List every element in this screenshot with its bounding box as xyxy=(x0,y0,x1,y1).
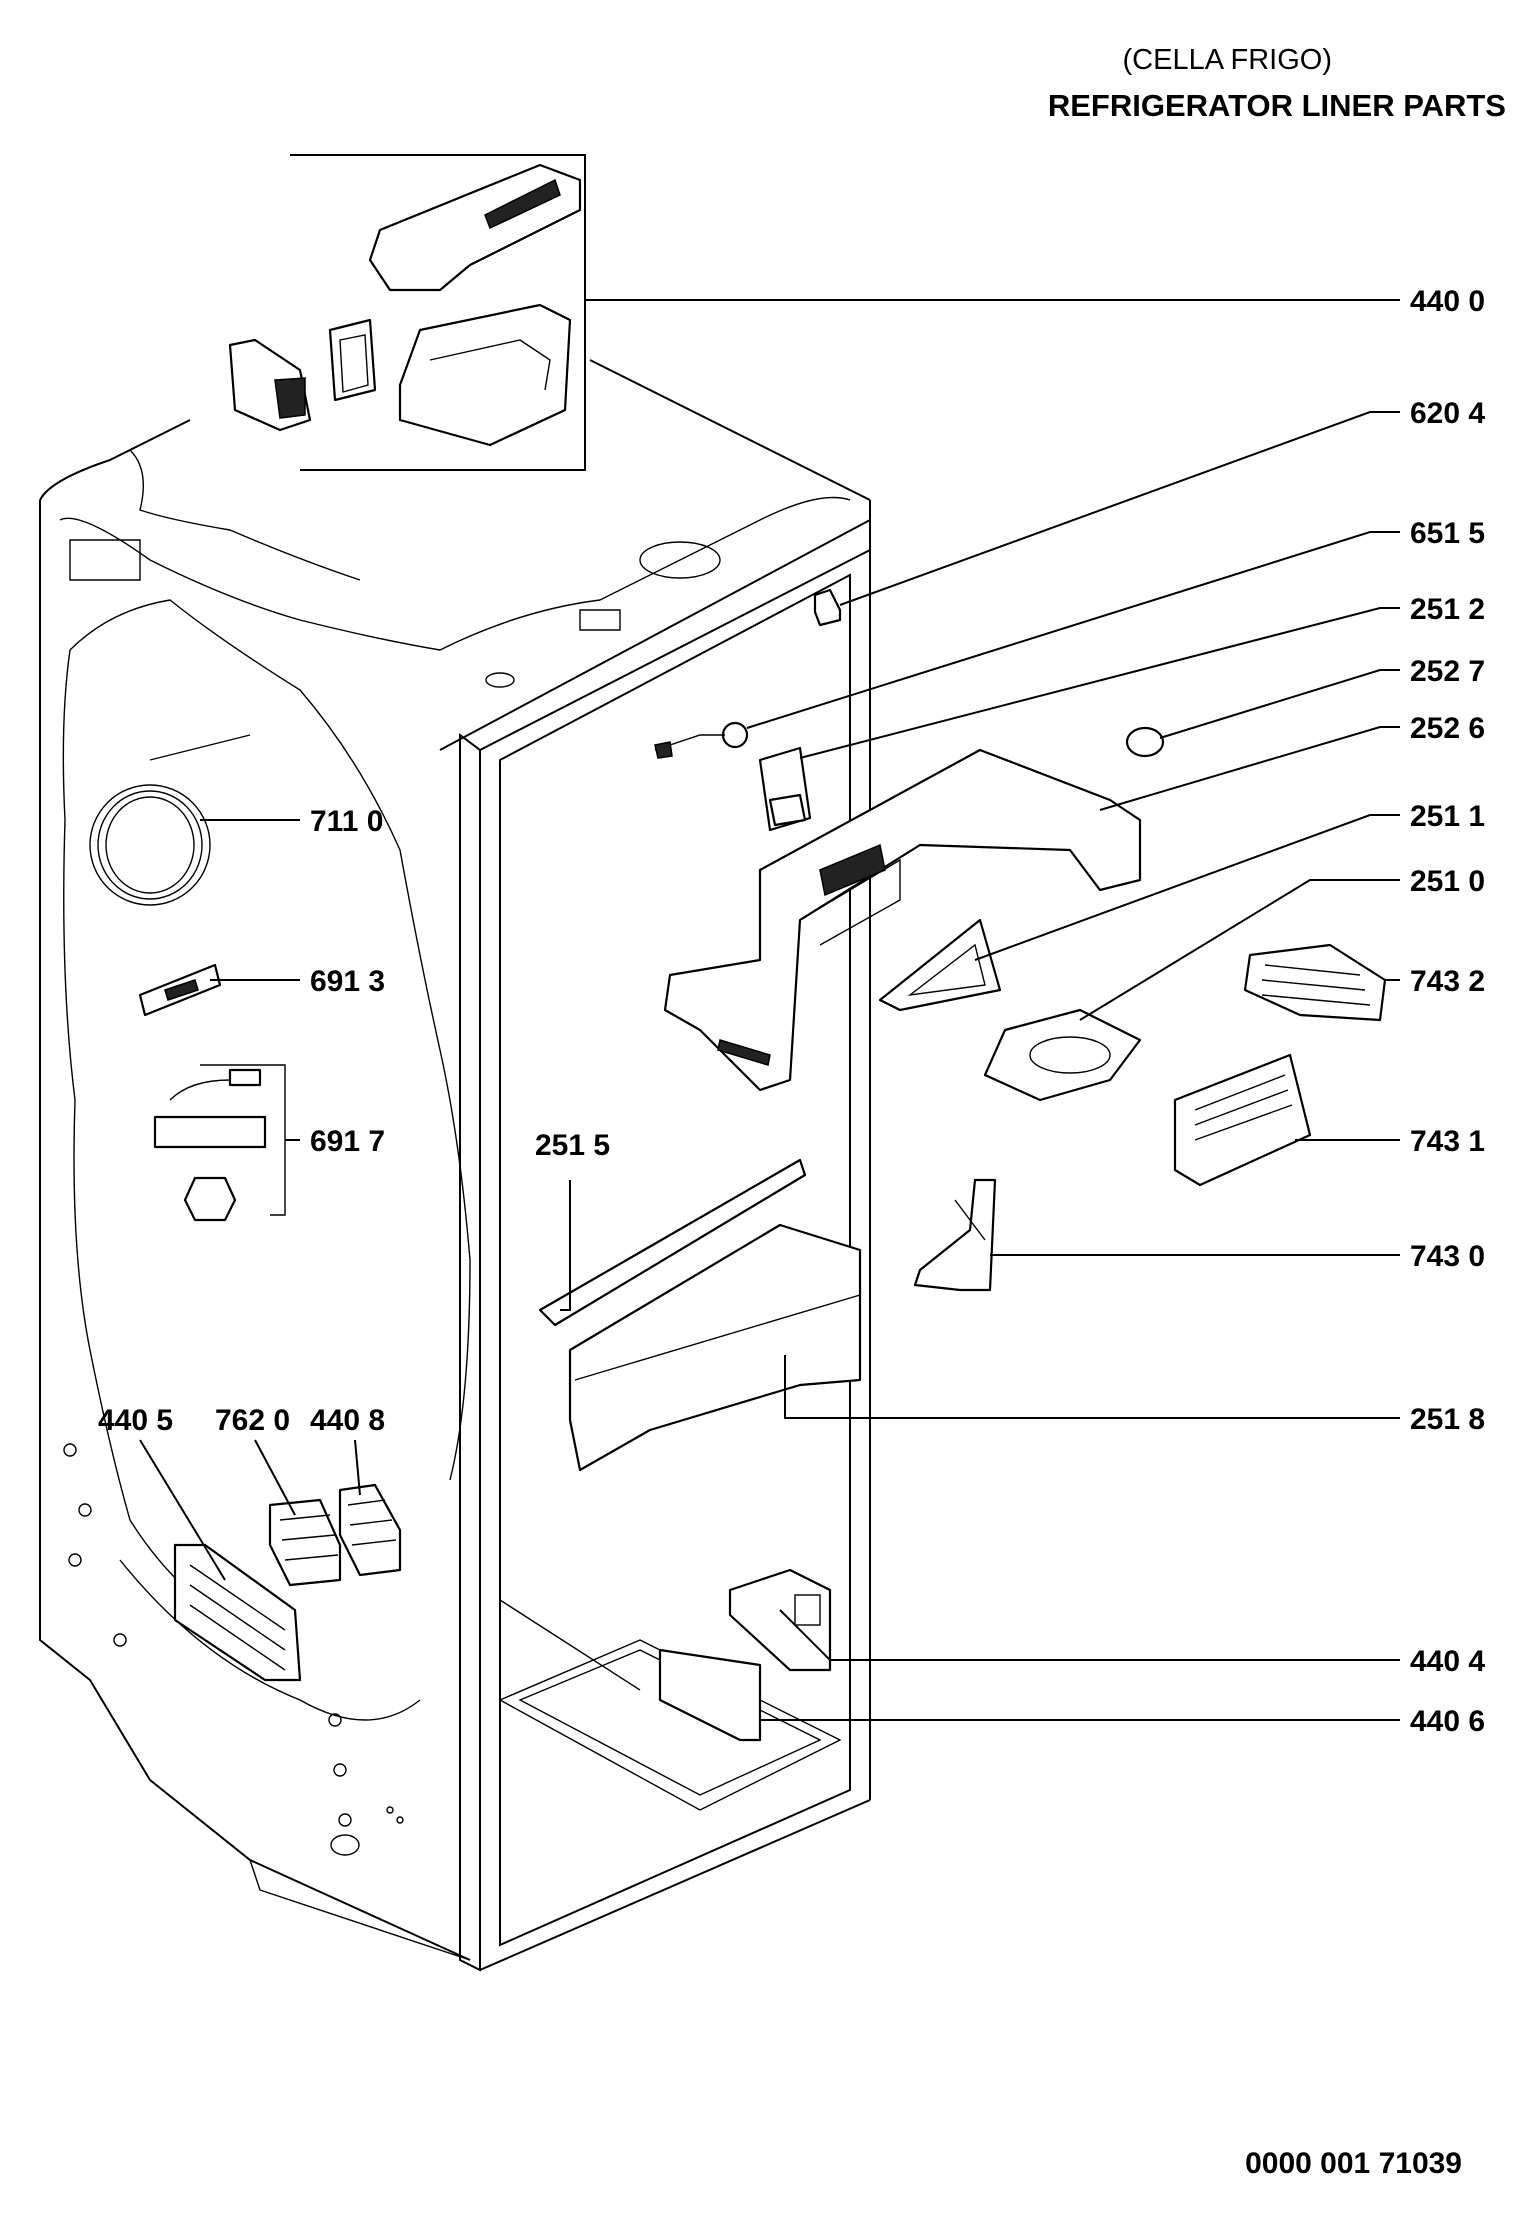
callout-440-5: 440 5 xyxy=(98,1404,173,1437)
callout-440-6: 440 6 xyxy=(1410,1705,1485,1738)
part-620-4 xyxy=(813,588,842,627)
part-251-0 xyxy=(983,1008,1142,1102)
top-duct-assembly xyxy=(228,154,586,471)
callout-651-5: 651 5 xyxy=(1410,517,1485,550)
callout-labels: 440 0 620 4 651 5 251 2 252 7 252 6 251 … xyxy=(98,285,1485,1738)
part-440-4 xyxy=(728,1568,832,1672)
callout-440-8: 440 8 xyxy=(310,1404,385,1437)
callout-762-0: 762 0 xyxy=(215,1404,290,1437)
part-252-7 xyxy=(1125,726,1165,758)
part-691-7 xyxy=(153,1064,286,1222)
part-251-1 xyxy=(878,918,1002,1012)
part-440-5 xyxy=(173,1543,302,1682)
callout-440-0: 440 0 xyxy=(1410,285,1485,318)
callout-711-0: 711 0 xyxy=(310,805,383,838)
leader-lines xyxy=(139,299,1400,1721)
callout-251-1: 251 1 xyxy=(1410,800,1485,833)
part-651-5 xyxy=(654,721,749,759)
callout-620-4: 620 4 xyxy=(1410,397,1485,430)
part-743-0 xyxy=(913,1178,997,1292)
callout-252-6: 252 6 xyxy=(1410,712,1485,745)
callout-743-0: 743 0 xyxy=(1410,1240,1485,1273)
part-252-6 xyxy=(663,748,1142,1092)
diagram-title: REFRIGERATOR LINER PARTS xyxy=(1047,88,1506,123)
part-251-5-251-8 xyxy=(538,1158,862,1472)
callout-691-3: 691 3 xyxy=(310,965,385,998)
drawing-code: 0000 001 71039 xyxy=(1245,2147,1462,2180)
part-251-2 xyxy=(758,746,812,832)
cabinet-outline xyxy=(39,359,871,1972)
part-711-0 xyxy=(89,734,251,906)
callout-691-7: 691 7 xyxy=(310,1125,385,1158)
part-691-3 xyxy=(138,963,222,1017)
part-743-2 xyxy=(1243,943,1387,1022)
part-440-8 xyxy=(338,1483,402,1577)
part-743-1 xyxy=(1173,1053,1312,1187)
callout-251-8: 251 8 xyxy=(1410,1403,1485,1436)
callout-440-4: 440 4 xyxy=(1410,1645,1485,1678)
callout-252-7: 252 7 xyxy=(1410,655,1485,688)
callout-251-0: 251 0 xyxy=(1410,865,1485,898)
part-440-6 xyxy=(658,1648,762,1742)
callout-743-2: 743 2 xyxy=(1410,965,1485,998)
diagram-subtitle: (CELLA FRIGO) xyxy=(1122,44,1333,76)
callout-251-5: 251 5 xyxy=(535,1129,610,1162)
callout-251-2: 251 2 xyxy=(1410,593,1485,626)
part-762-0 xyxy=(268,1498,342,1587)
callout-743-1: 743 1 xyxy=(1410,1125,1485,1158)
